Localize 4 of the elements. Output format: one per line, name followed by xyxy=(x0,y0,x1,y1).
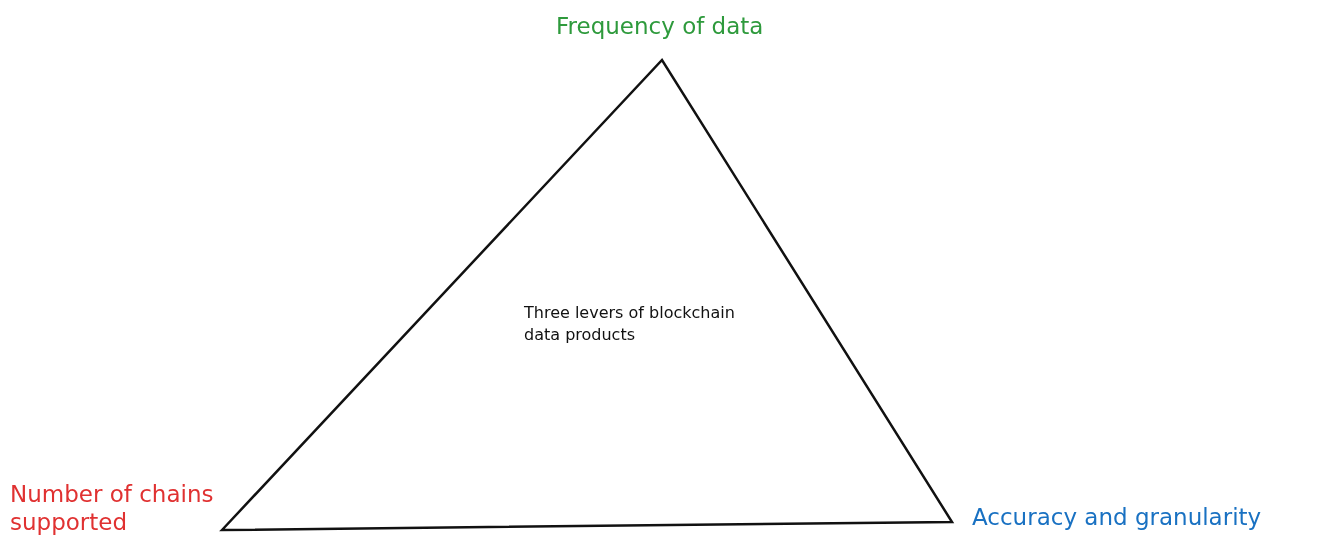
vertex-label: Frequency of data xyxy=(556,12,765,40)
vertex-label: Number of chains supported xyxy=(10,480,215,536)
vertex-label: Accuracy and granularity xyxy=(972,503,1263,531)
center-text: Three levers of blockchain data products xyxy=(524,302,736,346)
